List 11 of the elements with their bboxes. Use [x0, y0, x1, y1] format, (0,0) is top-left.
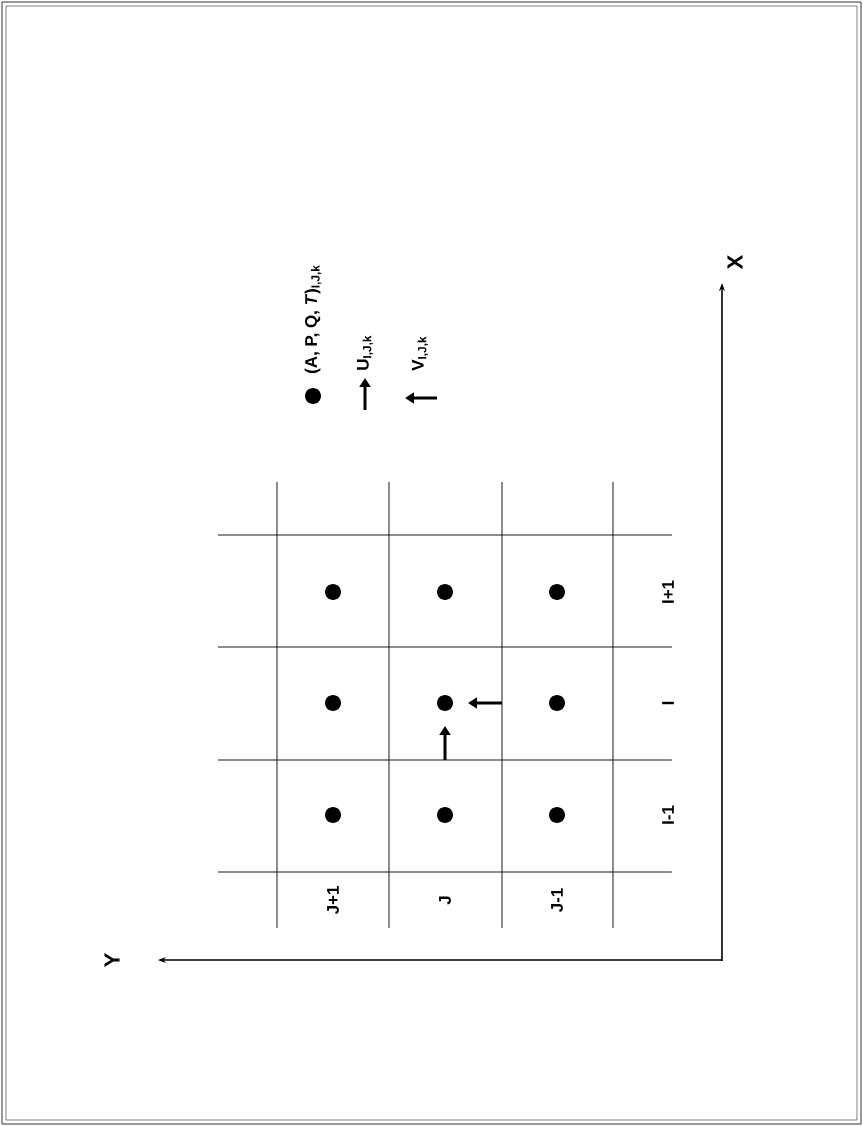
index-label: J-1: [551, 888, 563, 912]
index-label: I: [662, 701, 674, 705]
axis-label: Y: [104, 953, 120, 967]
axis-label: X: [727, 254, 743, 270]
index-label: I-1: [662, 805, 674, 824]
index-label: J: [439, 896, 451, 905]
index-label: I+1: [662, 580, 674, 603]
legend-text: U$_{I,J,k}$: [356, 335, 374, 370]
legend-text: (A, P, Q, T)$_{I,J,k}$: [304, 265, 322, 373]
index-label: J+1: [327, 886, 339, 915]
legend-text: V$_{I,J,k}$: [411, 336, 429, 371]
